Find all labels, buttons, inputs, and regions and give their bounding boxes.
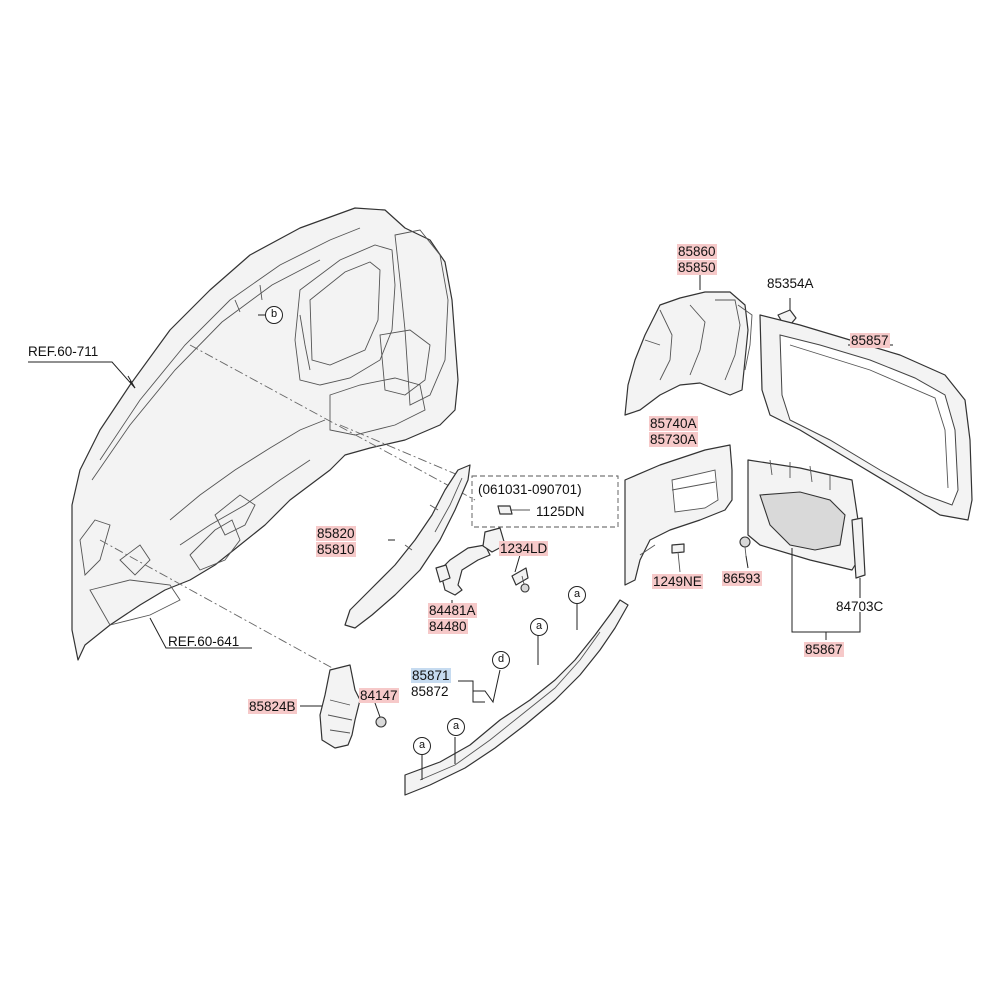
quarter-upper-trim xyxy=(624,291,753,416)
part-85872[interactable]: 85872 xyxy=(411,684,449,699)
part-1125DN[interactable]: 1125DN xyxy=(536,504,585,519)
part-1249NE[interactable]: 1249NE xyxy=(652,574,703,589)
pillar-trim xyxy=(344,464,471,629)
ref-60-711-leader xyxy=(28,361,136,389)
date-range-label: (061031-090701) xyxy=(478,482,582,497)
luggage-side-trim xyxy=(747,459,859,571)
part-85857[interactable]: 85857 xyxy=(850,333,890,348)
date-range-box xyxy=(471,475,619,528)
part-1234LD[interactable]: 1234LD xyxy=(499,541,549,556)
scuff-bracket xyxy=(458,669,501,704)
marker-a-4: a xyxy=(413,737,431,755)
guide-line-lower xyxy=(99,539,346,676)
bolt-1234ld xyxy=(511,567,530,593)
marker-d: d xyxy=(492,651,510,669)
screw-1125dn xyxy=(497,505,530,515)
part-85820[interactable]: 85820 xyxy=(316,526,356,541)
part-85871[interactable]: 85871 xyxy=(411,668,451,683)
part-84703C[interactable]: 84703C xyxy=(836,599,884,614)
part-85730A[interactable]: 85730A xyxy=(649,432,698,447)
part-85740A[interactable]: 85740A xyxy=(649,416,698,431)
trim-strip-84703c xyxy=(851,517,866,579)
guide-line-b xyxy=(189,344,476,501)
quarter-lower-trim xyxy=(624,444,733,586)
ref-60-711-label[interactable]: REF.60-711 xyxy=(28,344,99,359)
clip-84147 xyxy=(375,716,387,728)
ref-60-641-leader xyxy=(149,617,252,649)
guide-line-upper xyxy=(339,424,466,479)
cowl-side-trim xyxy=(319,664,361,749)
screw-1249ne xyxy=(671,543,685,573)
body-side-panel xyxy=(71,207,459,661)
part-85824B[interactable]: 85824B xyxy=(248,699,297,714)
part-85860[interactable]: 85860 xyxy=(677,244,717,259)
part-84480[interactable]: 84480 xyxy=(428,619,468,634)
ref-60-641-label[interactable]: REF.60-641 xyxy=(168,634,240,649)
part-85810[interactable]: 85810 xyxy=(316,542,356,557)
marker-a-1: a xyxy=(568,586,586,604)
scuff-plate xyxy=(404,599,629,796)
assist-grip xyxy=(435,527,506,596)
part-85354A[interactable]: 85354A xyxy=(767,276,814,291)
marker-a-2: a xyxy=(530,618,548,636)
clip-86593 xyxy=(739,536,751,557)
part-84481A[interactable]: 84481A xyxy=(428,603,477,618)
part-86593[interactable]: 86593 xyxy=(722,571,762,586)
marker-b: b xyxy=(265,306,283,324)
part-85850[interactable]: 85850 xyxy=(677,260,717,275)
part-85867[interactable]: 85867 xyxy=(804,642,844,657)
part-84147[interactable]: 84147 xyxy=(359,688,399,703)
marker-a-3: a xyxy=(447,718,465,736)
